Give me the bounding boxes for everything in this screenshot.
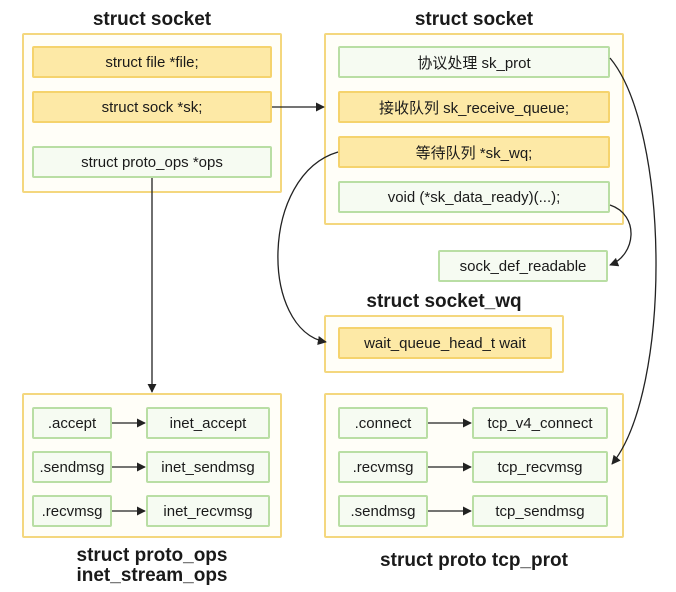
arrow-wq-to-socket-wq (277, 151, 339, 345)
socket-title: struct socket (92, 9, 212, 30)
tcp-prot-title: struct proto tcp_prot (380, 550, 568, 571)
proto-ops-value: inet_recvmsg (146, 495, 270, 527)
sock-receive-queue-field: 接收队列 sk_receive_queue; (338, 91, 610, 123)
tcp-prot-key: .connect (338, 407, 428, 439)
arrow-prot-to-tcp-prot (609, 57, 657, 465)
tcp-prot-value: tcp_v4_connect (472, 407, 608, 439)
sock-wq-field: 等待队列 *sk_wq; (338, 136, 610, 168)
sock-prot-field: 协议处理 sk_prot (338, 46, 610, 78)
tcp-prot-key: .sendmsg (338, 495, 428, 527)
tcp-prot-value: tcp_sendmsg (472, 495, 608, 527)
proto-ops-value: inet_sendmsg (146, 451, 270, 483)
proto-ops-key: .sendmsg (32, 451, 112, 483)
proto-ops-title: struct proto_ops inet_stream_ops (22, 546, 282, 586)
socket-wq-wait-field: wait_queue_head_t wait (338, 327, 552, 359)
tcp-prot-value: tcp_recvmsg (472, 451, 608, 483)
proto-ops-title-line2: inet_stream_ops (76, 565, 228, 586)
socket-sk-field: struct sock *sk; (32, 91, 272, 123)
arrow-data-ready-to-def-readable (609, 204, 632, 267)
proto-ops-key: .accept (32, 407, 112, 439)
sock-title: struct socket (414, 9, 534, 30)
proto-ops-key: .recvmsg (32, 495, 112, 527)
proto-ops-value: inet_accept (146, 407, 270, 439)
sock-data-ready-field: void (*sk_data_ready)(...); (338, 181, 610, 213)
proto-ops-title-line1: struct proto_ops (76, 545, 228, 566)
socket-ops-field: struct proto_ops *ops (32, 146, 272, 178)
tcp-prot-key: .recvmsg (338, 451, 428, 483)
socket-wq-title: struct socket_wq (366, 291, 522, 312)
socket-file-field: struct file *file; (32, 46, 272, 78)
sock-def-readable-box: sock_def_readable (438, 250, 608, 282)
